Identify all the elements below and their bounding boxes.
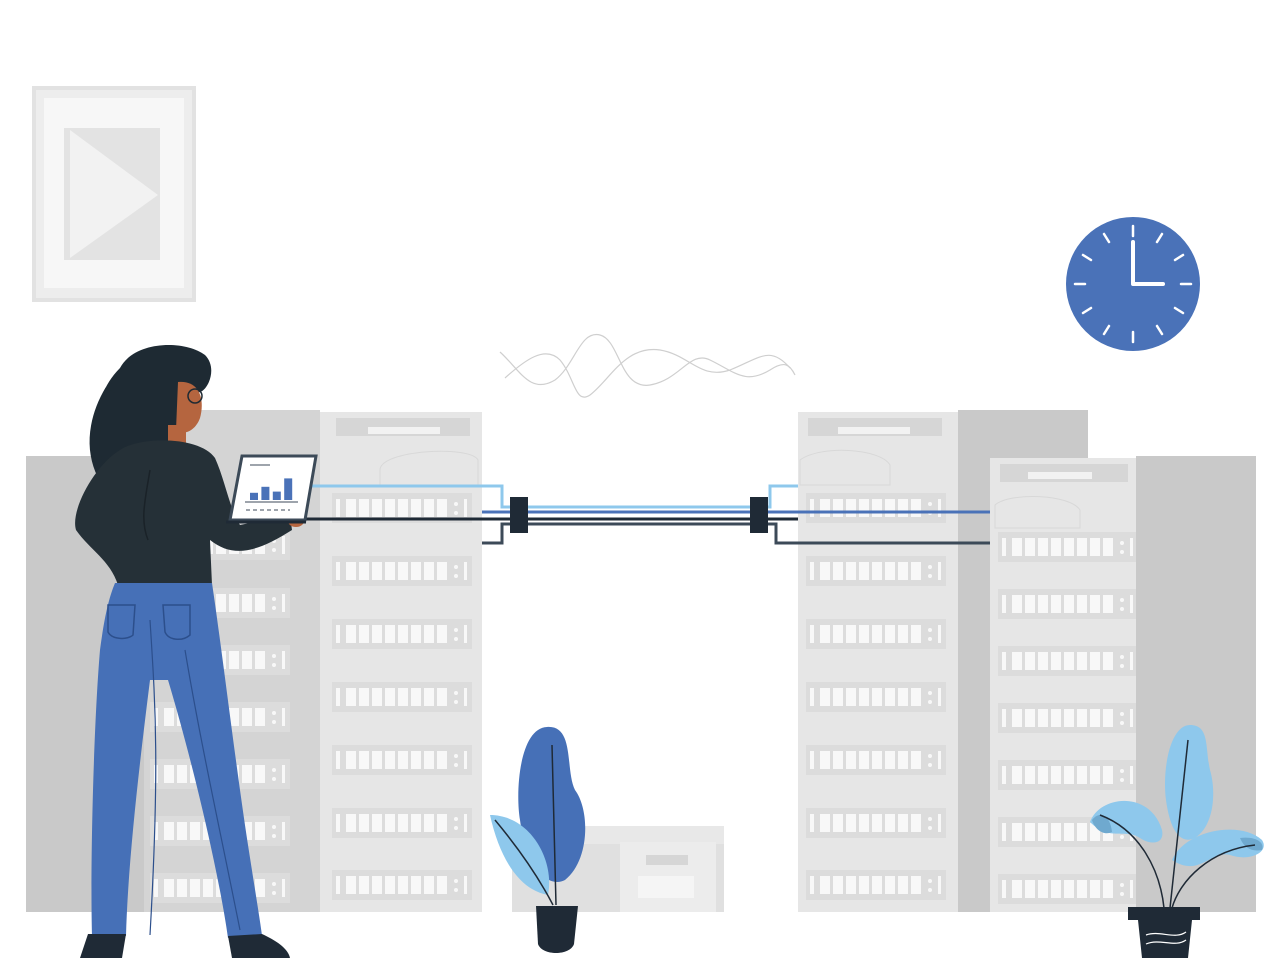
wall-clock-icon <box>1066 217 1200 351</box>
left-front-rack <box>320 412 482 912</box>
laptop-chart-bar <box>272 491 281 500</box>
laptop-chart-bar <box>261 486 270 500</box>
right-rack-a <box>798 412 960 912</box>
picture-frame-icon <box>32 86 196 302</box>
laptop-icon <box>226 454 318 524</box>
laptop-chart <box>250 478 293 500</box>
laptop-chart-bar <box>284 478 293 500</box>
plant-left <box>490 726 586 953</box>
laptop-chart-bar <box>250 492 258 500</box>
network-cables <box>300 484 990 545</box>
person-with-laptop <box>75 345 318 958</box>
signal-wave <box>499 334 796 398</box>
plant-right <box>1090 725 1264 958</box>
